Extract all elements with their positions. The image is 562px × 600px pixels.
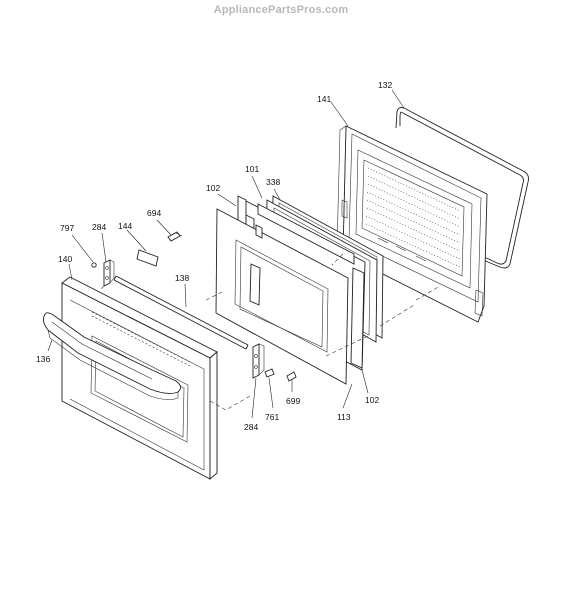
label-338: 338 xyxy=(266,177,280,187)
assembly-guide-lines xyxy=(99,253,441,411)
part-699-screw xyxy=(286,371,297,382)
label-140: 140 xyxy=(58,254,72,264)
label-284-bottom: 284 xyxy=(244,422,258,432)
label-761: 761 xyxy=(265,412,279,422)
watermark-text: AppliancePartsPros.com xyxy=(213,4,349,16)
part-797-screw xyxy=(91,262,97,268)
part-144-plate xyxy=(136,249,159,267)
callout-leader-lines xyxy=(47,89,405,419)
label-132: 132 xyxy=(378,80,392,90)
label-797: 797 xyxy=(60,223,74,233)
label-138: 138 xyxy=(175,273,189,283)
part-284-bottom-hinge xyxy=(252,343,265,379)
part-132-door-gasket xyxy=(395,107,530,269)
part-284-top-hinge xyxy=(103,259,115,287)
part-694-screw xyxy=(167,231,183,242)
label-113: 113 xyxy=(337,412,351,422)
label-284-top: 284 xyxy=(92,222,106,232)
label-101: 101 xyxy=(245,164,259,174)
label-136: 136 xyxy=(36,354,50,364)
label-694: 694 xyxy=(147,208,161,218)
label-102-bottom: 102 xyxy=(365,395,379,405)
label-141: 141 xyxy=(317,94,331,104)
part-102-door-frame xyxy=(215,208,349,385)
label-102-top: 102 xyxy=(206,183,220,193)
part-138-seal-strip xyxy=(113,275,249,350)
label-699: 699 xyxy=(286,396,300,406)
part-761-screw xyxy=(264,368,275,378)
part-136-door-handle xyxy=(43,312,181,400)
window-perforation-pattern xyxy=(365,167,461,268)
part-number-labels: 132 141 101 338 102 694 797 284 144 140 … xyxy=(36,80,392,432)
label-144: 144 xyxy=(118,221,132,231)
